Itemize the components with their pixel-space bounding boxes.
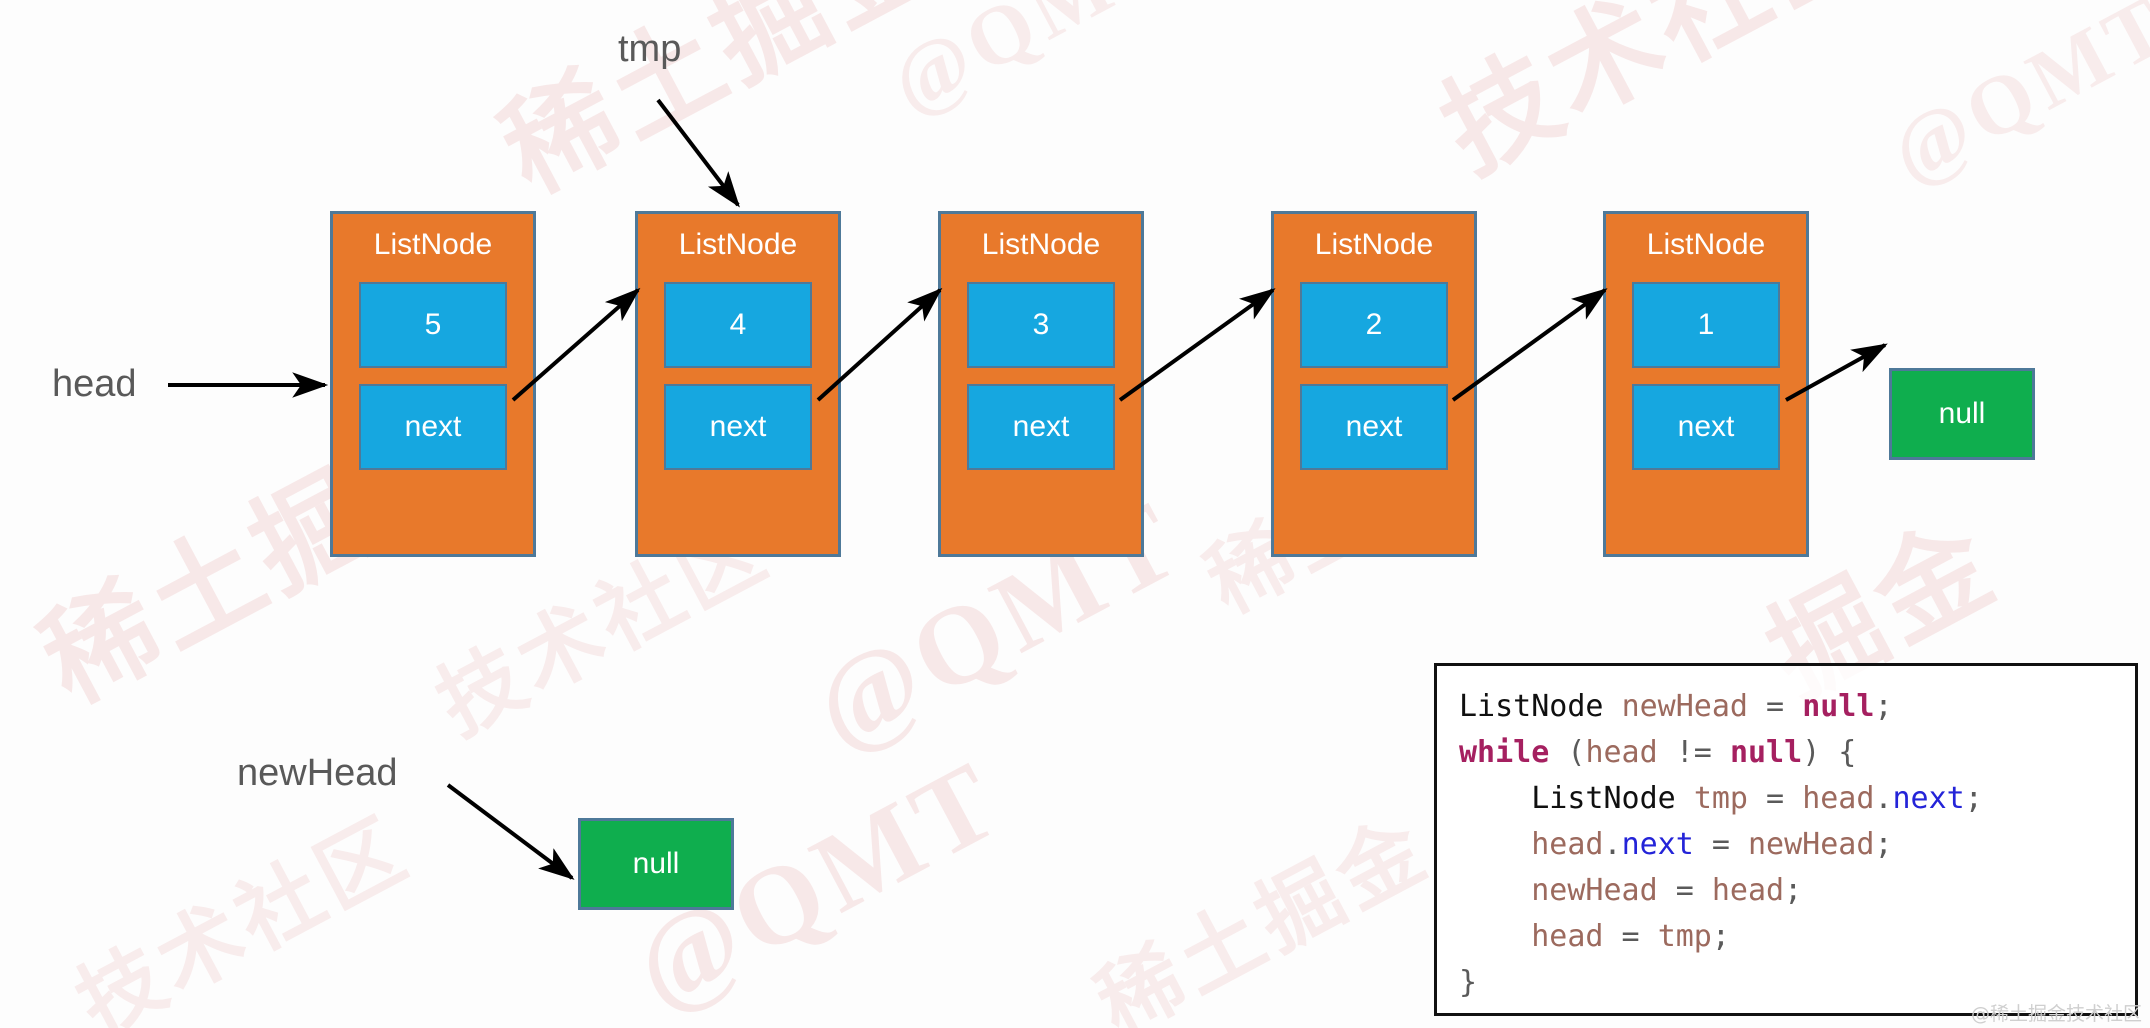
node-value-cell: 5 xyxy=(359,282,507,368)
code-token: . xyxy=(1603,827,1622,862)
code-token: = xyxy=(1748,781,1803,816)
watermark-tile: 技术社区 xyxy=(62,801,425,1028)
code-token: null xyxy=(1729,735,1803,770)
list-node-2: ListNode 3 next xyxy=(938,211,1144,557)
code-token: head xyxy=(1531,827,1604,862)
code-token xyxy=(1459,781,1531,816)
code-token: tmp xyxy=(1693,781,1748,816)
node-type-label: ListNode xyxy=(373,228,493,261)
code-token: = xyxy=(1657,873,1712,908)
node-value-cell: 3 xyxy=(967,282,1115,368)
code-token: next xyxy=(1621,827,1694,862)
code-line: while (head != null) { xyxy=(1459,730,2135,776)
pointer-label-newhead: newHead xyxy=(237,752,398,794)
code-block: ListNode newHead = null;while (head != n… xyxy=(1434,663,2138,1016)
code-line: head.next = newHead; xyxy=(1459,822,2135,868)
watermark-tile: 稀土掘金 xyxy=(1082,801,1445,1028)
code-token: head xyxy=(1711,873,1785,908)
watermark-tile: 技术社区 xyxy=(1423,0,1899,197)
code-token xyxy=(1459,919,1531,954)
code-token: ListNode xyxy=(1459,689,1604,724)
watermark-tile: 稀土掘金 xyxy=(483,0,959,217)
node-value-cell: 1 xyxy=(1632,282,1780,368)
watermark-credit: @稀土掘金技术社区 xyxy=(1970,1003,2142,1025)
node-value-cell: 4 xyxy=(664,282,812,368)
code-token: ListNode xyxy=(1531,781,1676,816)
node-next-cell: next xyxy=(967,384,1115,470)
code-token: while xyxy=(1459,735,1550,770)
code-token: head xyxy=(1802,781,1875,816)
node-next-cell: next xyxy=(359,384,507,470)
node-type-label: ListNode xyxy=(678,228,798,261)
list-node-4: ListNode 1 next xyxy=(1603,211,1809,557)
code-line: newHead = head; xyxy=(1459,868,2135,914)
node-value-cell: 2 xyxy=(1300,282,1448,368)
pointer-label-tmp: tmp xyxy=(618,28,682,70)
code-token: = xyxy=(1693,827,1748,862)
code-token: } xyxy=(1459,965,1478,1000)
code-token: newHead xyxy=(1531,873,1658,908)
watermark-tile: @QMT xyxy=(1875,0,2150,201)
code-token: ; xyxy=(1784,873,1803,908)
code-lines: ListNode newHead = null;while (head != n… xyxy=(1459,684,2135,1006)
newhead-null-box: null xyxy=(578,818,734,910)
code-token: ; xyxy=(1874,827,1893,862)
code-token: = xyxy=(1603,919,1658,954)
node-type-label: ListNode xyxy=(981,228,1101,261)
list-node-3: ListNode 2 next xyxy=(1271,211,1477,557)
code-token: ; xyxy=(1711,919,1730,954)
node-next-cell: next xyxy=(1632,384,1780,470)
watermark-tile: @QMT xyxy=(875,0,1187,131)
code-token: = xyxy=(1748,689,1803,724)
code-token: ; xyxy=(1874,689,1893,724)
code-token xyxy=(1676,781,1694,816)
list-node-1: ListNode 4 next xyxy=(635,211,841,557)
code-token xyxy=(1459,827,1531,862)
arrow-tmp-to-node1 xyxy=(656,98,740,208)
code-token: next xyxy=(1892,781,1965,816)
code-token xyxy=(1604,689,1622,724)
code-token: ( xyxy=(1549,735,1586,770)
pointer-label-head: head xyxy=(52,363,137,405)
code-token: null xyxy=(1802,689,1875,724)
code-token: newHead xyxy=(1748,827,1875,862)
code-line: ListNode newHead = null; xyxy=(1459,684,2135,730)
code-token: != xyxy=(1657,735,1730,770)
arrow-newhead-to-null xyxy=(446,783,575,880)
code-token: ) { xyxy=(1802,735,1857,770)
node-next-cell: next xyxy=(1300,384,1448,470)
code-token: . xyxy=(1874,781,1893,816)
code-line: ListNode tmp = head.next; xyxy=(1459,776,2135,822)
code-token: tmp xyxy=(1657,919,1712,954)
code-token: head xyxy=(1531,919,1604,954)
code-line: } xyxy=(1459,960,2135,1006)
code-token: newHead xyxy=(1621,689,1748,724)
tail-null-box: null xyxy=(1889,368,2035,460)
code-token: ; xyxy=(1964,781,1983,816)
code-token: head xyxy=(1585,735,1658,770)
code-line: head = tmp; xyxy=(1459,914,2135,960)
node-next-cell: next xyxy=(664,384,812,470)
list-node-0: ListNode 5 next xyxy=(330,211,536,557)
node-type-label: ListNode xyxy=(1314,228,1434,261)
code-token xyxy=(1459,873,1531,908)
node-type-label: ListNode xyxy=(1646,228,1766,261)
